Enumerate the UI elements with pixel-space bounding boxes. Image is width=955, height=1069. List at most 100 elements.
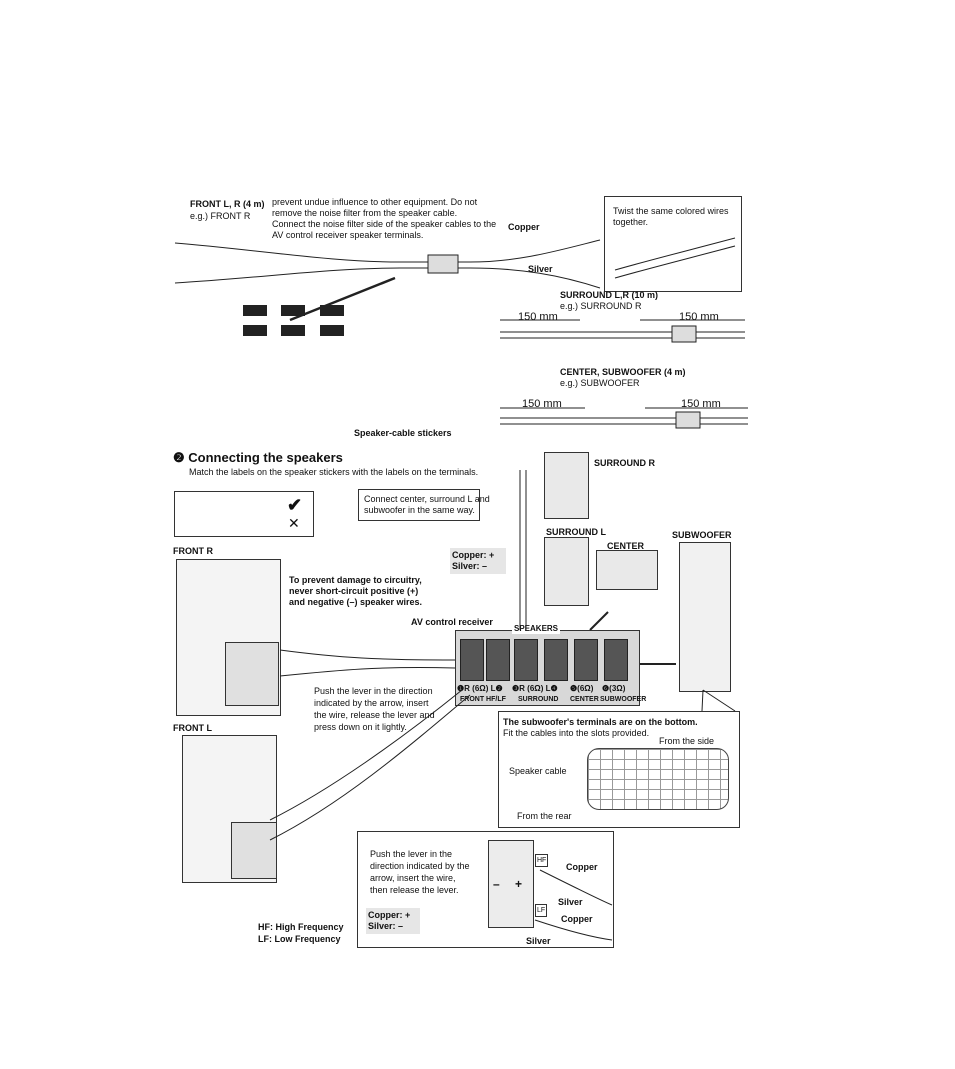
lf-tag: LF (535, 904, 548, 917)
surround-l-speaker (544, 537, 589, 606)
dim-150-a: 150 mm (518, 311, 558, 323)
from-side-label: From the side (659, 736, 715, 746)
surround-filter (671, 325, 697, 343)
speaker-cable-label: Speaker cable (509, 766, 567, 776)
twisted-wires (614, 237, 736, 279)
lf-definition: LF: Low Frequency (258, 934, 341, 944)
silver-minus-2: Silver: – (368, 921, 404, 931)
subwoofer-bottom-box: The subwoofer's terminals are on the bot… (498, 711, 740, 828)
push-lever-1-b: indicated by the arrow, insert (314, 698, 429, 708)
label-front-r: FRONT R (173, 546, 213, 556)
cable-insert-guide: ✔ ✕ (174, 491, 314, 537)
silver-label-top: Silver (528, 264, 553, 274)
subwoofer-bottom-title: The subwoofer's terminals are on the bot… (503, 717, 698, 727)
copper-plus-2: Copper: + (368, 910, 411, 920)
label-surround-l: SURROUND L (546, 527, 606, 537)
terminal-top-surround: ❸R (6Ω) L❹ (512, 684, 558, 693)
surround-title: SURROUND L,R (10 m) (560, 290, 659, 300)
cross-icon: ✕ (288, 515, 300, 531)
surround-example: e.g.) SURROUND R (560, 301, 642, 311)
speakers-panel-label: SPEAKERS (512, 623, 561, 634)
prevent-damage-3: and negative (–) speaker wires. (289, 597, 423, 607)
terminal-5 (574, 639, 598, 681)
noise-filter-note-2: remove the noise filter from the speaker… (272, 208, 458, 218)
twist-note-1: Twist the same colored wires (613, 206, 729, 216)
copper-silver-note-1: Copper: + Silver: – (450, 548, 506, 574)
connect-same-way-2: subwoofer in the same way. (364, 505, 475, 515)
terminal-plate-detail: – + (488, 840, 534, 928)
hf-definition: HF: High Frequency (258, 922, 344, 932)
sticker (243, 305, 267, 316)
sub-callout (701, 689, 736, 712)
dim-150-d: 150 mm (681, 398, 721, 410)
noise-filter (427, 254, 459, 274)
terminal-label-surround: SURROUND (518, 696, 559, 703)
copper-silver-note-2: Copper: + Silver: – (366, 908, 420, 934)
push-lever-1-c: the wire, release the lever and (314, 710, 435, 720)
label-surround-r: SURROUND R (594, 458, 656, 468)
terminal-top-center: ❺(6Ω) (570, 684, 594, 693)
plus-sign: + (515, 877, 523, 891)
twist-note-box: Twist the same colored wires together. (604, 196, 742, 292)
center-sub-example: e.g.) SUBWOOFER (560, 378, 640, 388)
noise-filter-note-4: AV control receiver speaker terminals. (272, 230, 424, 240)
front-lr-example: e.g.) FRONT R (190, 211, 251, 221)
label-center: CENTER (607, 541, 645, 551)
prevent-damage-2: never short-circuit positive (+) (289, 586, 419, 596)
copper-label-top: Copper (508, 222, 540, 232)
label-front-l: FRONT L (173, 723, 212, 733)
front-r-cable (279, 649, 456, 677)
silver-label-detail-2: Silver (526, 936, 551, 946)
subwoofer-bottom-text: Fit the cables into the slots provided. (503, 728, 650, 738)
twist-note-2: together. (613, 217, 649, 227)
arrow-sticker (289, 276, 396, 322)
sub-filter (675, 411, 701, 429)
stickers-caption: Speaker-cable stickers (354, 428, 452, 438)
push-lever-2-b: direction indicated by the (370, 861, 470, 871)
terminal-6 (604, 639, 628, 681)
center-speaker (596, 550, 658, 590)
minus-sign: – (493, 877, 500, 891)
push-lever-2-a: Push the lever in the (370, 849, 453, 859)
noise-filter-note-3: Connect the noise filter side of the spe… (272, 219, 497, 229)
terminal-4 (544, 639, 568, 681)
sticker (320, 325, 344, 336)
front-l-cable (269, 689, 471, 841)
copper-label-detail-2: Copper (561, 914, 593, 924)
subwoofer-cable (500, 417, 748, 425)
front-cable-bottom (174, 267, 601, 289)
receiver-terminal-panel: SPEAKERS ❶R (6Ω) L❷ ❸R (6Ω) L❹ ❺(6Ω) ❻(3… (455, 623, 646, 706)
terminal-label-front: FRONT HF/LF (460, 696, 506, 703)
push-lever-1-a: Push the lever in the direction (314, 686, 433, 696)
terminal-3 (514, 639, 538, 681)
front-r-terminal-plate (225, 642, 279, 706)
terminal-1 (460, 639, 484, 681)
center-arrow (589, 611, 609, 631)
noise-filter-note-1: prevent undue influence to other equipme… (272, 197, 478, 207)
detail-cables (534, 869, 613, 941)
hf-tag: HF (535, 854, 549, 867)
surround-cable (500, 331, 745, 339)
label-subwoofer: SUBWOOFER (672, 530, 732, 540)
surround-r-speaker (544, 452, 589, 519)
section-title: ❷ Connecting the speakers (173, 450, 343, 465)
receiver-label: AV control receiver (411, 617, 493, 627)
section-subtitle: Match the labels on the speaker stickers… (189, 467, 479, 477)
push-lever-1-d: press down on it lightly. (314, 722, 407, 732)
terminal-label-sub: SUBWOOFER (600, 696, 647, 703)
terminal-2 (486, 639, 510, 681)
sticker (281, 305, 305, 316)
dim-150-b: 150 mm (679, 311, 719, 323)
silver-minus-1: Silver: – (452, 561, 488, 571)
from-rear-label: From the rear (517, 811, 572, 821)
copper-label-detail-1: Copper (566, 862, 598, 872)
copper-plus-1: Copper: + (452, 550, 495, 560)
front-l-speaker (182, 735, 277, 883)
terminal-top-front: ❶R (6Ω) L❷ (457, 684, 503, 693)
connect-same-way-1: Connect center, surround L and (364, 494, 490, 504)
surround-vertical-cable (519, 470, 527, 630)
front-cable-top (174, 239, 601, 263)
terminal-label-center: CENTER (570, 696, 599, 703)
section-number: ❷ (173, 450, 185, 465)
